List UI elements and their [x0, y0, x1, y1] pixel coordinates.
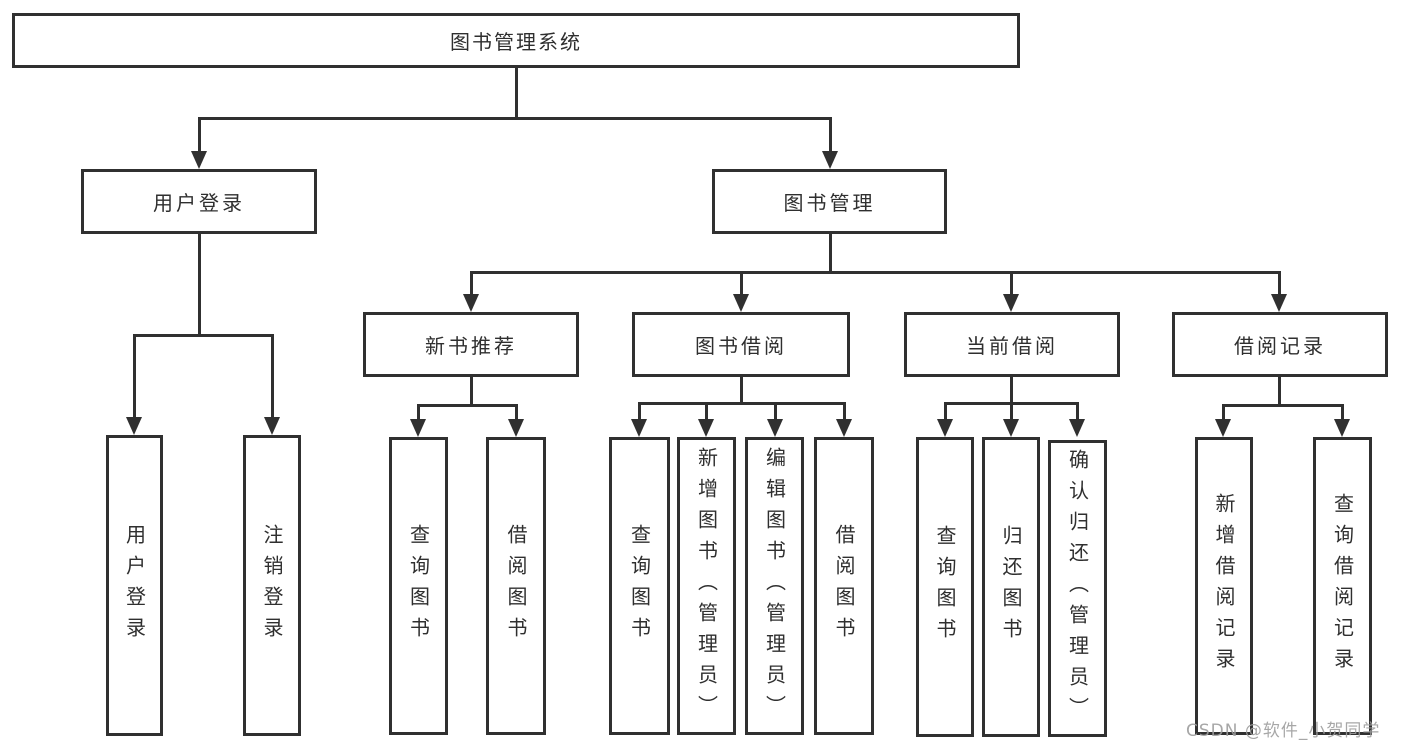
arrow-down-icon	[463, 294, 479, 312]
leaf-label: 归还图书	[999, 525, 1023, 649]
leaf-label: 编辑图书（管理员）	[762, 446, 787, 726]
arrow-down-icon	[1215, 419, 1231, 437]
arrow-down-icon	[264, 417, 280, 435]
arrow-down-icon	[822, 151, 838, 169]
leaf-query-books-recommendation: 查询图书	[389, 437, 448, 735]
connector-line	[198, 117, 832, 120]
connector-line	[1222, 404, 1344, 407]
connector-line	[417, 404, 518, 407]
arrow-down-icon	[698, 419, 714, 437]
connector-line	[1278, 271, 1281, 297]
connector-line	[638, 402, 846, 405]
leaf-label: 查询图书	[933, 525, 957, 649]
node-label: 当前借阅	[966, 334, 1058, 358]
connector-line	[638, 402, 641, 421]
connector-line	[740, 376, 743, 404]
leaf-label: 确认归还（管理员）	[1065, 449, 1090, 728]
leaf-label: 查询图书	[627, 524, 652, 648]
node-current-borrowing: 当前借阅	[904, 312, 1120, 377]
connector-line	[198, 233, 201, 336]
arrow-down-icon	[1069, 419, 1085, 437]
node-label: 图书管理系统	[450, 30, 582, 54]
node-book-management: 图书管理	[712, 169, 947, 234]
arrow-down-icon	[191, 151, 207, 169]
connector-line	[829, 117, 832, 153]
leaf-label: 新增借阅记录	[1212, 493, 1236, 679]
leaf-label: 查询图书	[406, 524, 431, 648]
leaf-edit-books-admin: 编辑图书（管理员）	[745, 437, 804, 735]
connector-line	[1341, 404, 1344, 421]
node-label: 图书借阅	[695, 334, 787, 358]
leaf-label: 用户登录	[122, 523, 147, 648]
arrow-down-icon	[937, 419, 953, 437]
connector-line	[1010, 271, 1013, 297]
connector-line	[133, 334, 136, 419]
leaf-user-login: 用户登录	[106, 435, 163, 736]
connector-line	[470, 271, 473, 297]
connector-line	[271, 334, 274, 419]
node-library-management-system: 图书管理系统	[12, 13, 1020, 68]
arrow-down-icon	[1003, 294, 1019, 312]
connector-line	[740, 271, 743, 297]
leaf-query-borrow-record: 查询借阅记录	[1313, 437, 1372, 735]
leaf-confirm-return-admin: 确认归还（管理员）	[1048, 440, 1107, 737]
connector-line	[1278, 376, 1281, 406]
connector-line	[1010, 376, 1013, 404]
leaf-label: 新增图书（管理员）	[694, 446, 719, 726]
connector-line	[470, 271, 1281, 274]
connector-line	[198, 117, 201, 153]
node-book-borrowing: 图书借阅	[632, 312, 850, 377]
arrow-down-icon	[1003, 419, 1019, 437]
connector-line	[705, 402, 708, 421]
connector-line	[133, 334, 274, 337]
node-borrowing-records: 借阅记录	[1172, 312, 1388, 377]
node-label: 用户登录	[153, 191, 245, 215]
leaf-return-books: 归还图书	[982, 437, 1040, 737]
leaf-borrow-books-recommendation: 借阅图书	[486, 437, 546, 735]
arrow-down-icon	[733, 294, 749, 312]
leaf-label: 借阅图书	[832, 524, 856, 648]
connector-line	[944, 402, 947, 421]
connector-line	[829, 233, 832, 273]
arrow-down-icon	[1271, 294, 1287, 312]
connector-line	[1010, 402, 1013, 421]
leaf-query-books-current: 查询图书	[916, 437, 974, 737]
arrow-down-icon	[767, 419, 783, 437]
leaf-logout: 注销登录	[243, 435, 301, 736]
connector-line	[515, 404, 518, 421]
arrow-down-icon	[1334, 419, 1350, 437]
arrow-down-icon	[631, 419, 647, 437]
node-label: 图书管理	[783, 191, 876, 215]
connector-line	[1222, 404, 1225, 421]
arrow-down-icon	[508, 419, 524, 437]
csdn-watermark: CSDN @软件_小贺同学	[1186, 721, 1381, 741]
leaf-label: 注销登录	[260, 523, 284, 648]
leaf-add-books-admin: 新增图书（管理员）	[677, 437, 736, 735]
connector-line	[470, 376, 473, 406]
arrow-down-icon	[126, 417, 142, 435]
connector-line	[843, 402, 846, 421]
leaf-query-books-borrowing: 查询图书	[609, 437, 670, 735]
arrow-down-icon	[410, 419, 426, 437]
connector-line	[515, 68, 518, 118]
arrow-down-icon	[836, 419, 852, 437]
leaf-label: 借阅图书	[504, 524, 528, 648]
connector-line	[417, 404, 420, 421]
connector-line	[774, 402, 777, 421]
node-label: 借阅记录	[1234, 334, 1326, 358]
node-user-login: 用户登录	[81, 169, 317, 234]
leaf-add-borrow-record: 新增借阅记录	[1195, 437, 1253, 735]
leaf-label: 查询借阅记录	[1330, 493, 1355, 679]
node-label: 新书推荐	[425, 334, 517, 358]
connector-line	[1076, 402, 1079, 421]
leaf-borrow-books: 借阅图书	[814, 437, 874, 735]
node-new-book-recommendation: 新书推荐	[363, 312, 579, 377]
